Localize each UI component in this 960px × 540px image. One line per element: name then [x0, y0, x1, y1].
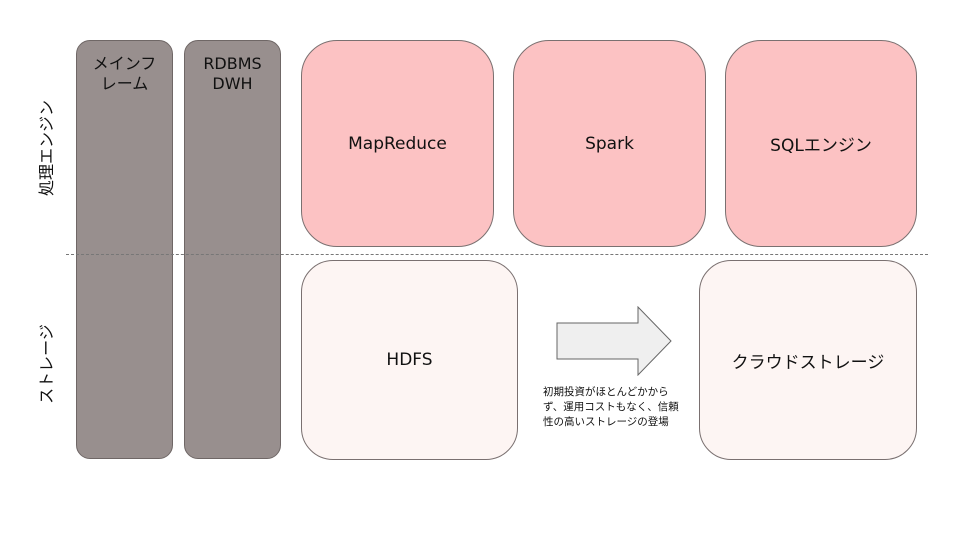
hdfs-label: HDFS [386, 350, 433, 370]
mainframe-label-line-1: メインフ [92, 54, 157, 73]
cloud-storage-label: クラウドストレージ [731, 352, 885, 373]
spark-box: Spark [513, 40, 706, 247]
arrow-caption-line-1: 初期投資がほとんどかから [543, 386, 669, 398]
spark-label: Spark [585, 133, 634, 154]
sql-engine-label: SQLエンジン [770, 136, 872, 156]
rdbms-label-line-1: RDBMS [203, 54, 262, 73]
mainframe-pillar: メインフ レーム [76, 40, 173, 459]
rdbms-label-line-2: DWH [212, 74, 253, 93]
mapreduce-box: MapReduce [301, 40, 494, 247]
sql-engine-box: SQLエンジン [725, 40, 917, 247]
row-label-processing-engine: 処理エンジン [37, 100, 56, 197]
rdbms-dwh-pillar: RDBMS DWH [184, 40, 281, 459]
layer-divider [66, 254, 928, 255]
right-arrow-icon [556, 306, 672, 376]
mapreduce-label: MapReduce [348, 133, 447, 154]
cloud-storage-box: クラウドストレージ [699, 260, 917, 460]
arrow-caption-line-2: ず、運用コストもなく、信頼 [543, 401, 679, 413]
hdfs-box: HDFS [301, 260, 518, 460]
arrow-caption: 初期投資がほとんどかから ず、運用コストもなく、信頼 性の高いストレージの登場 [543, 385, 703, 430]
mainframe-label-line-2: レーム [100, 74, 149, 93]
arrow-caption-line-3: 性の高いストレージの登場 [543, 416, 669, 428]
row-label-storage: ストレージ [37, 324, 56, 404]
